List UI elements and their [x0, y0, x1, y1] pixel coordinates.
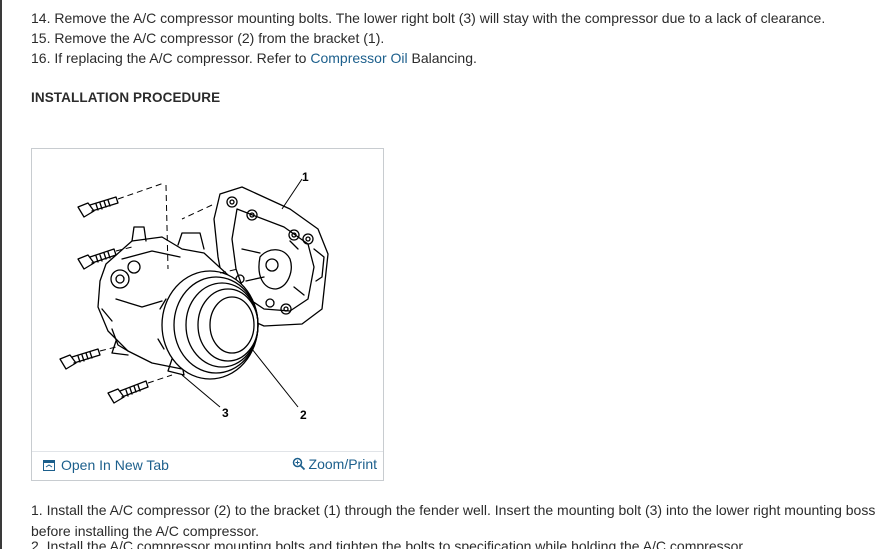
window-left-edge: [0, 0, 2, 549]
removal-steps-list: 14. Remove the A/C compressor mounting b…: [31, 8, 825, 68]
compressor-oil-link[interactable]: Compressor Oil: [310, 50, 408, 66]
install-step-2-clipped: 2. Install the A/C compressor mounting b…: [31, 540, 861, 549]
zoom-print-label: Zoom/Print: [308, 456, 377, 472]
section-title: INSTALLATION PROCEDURE: [31, 90, 221, 105]
open-in-new-tab-icon: [43, 459, 55, 471]
step-14: 14. Remove the A/C compressor mounting b…: [31, 8, 825, 28]
install-step-2-text: 2. Install the A/C compressor mounting b…: [31, 540, 747, 549]
step-16-suffix: Balancing.: [407, 50, 477, 66]
installation-steps-list: 1. Install the A/C compressor (2) to the…: [31, 500, 881, 542]
compressor-figure: 1 2 3 Open In New Tab Zoom/Print: [31, 148, 384, 481]
open-in-new-tab-button[interactable]: Open In New Tab: [43, 457, 169, 473]
step-15: 15. Remove the A/C compressor (2) from t…: [31, 28, 825, 48]
open-in-new-tab-label: Open In New Tab: [61, 457, 169, 473]
install-step-1: 1. Install the A/C compressor (2) to the…: [31, 500, 881, 542]
install-step-1-text: 1. Install the A/C compressor (2) to the…: [31, 502, 876, 539]
step-16-prefix: 16. If replacing the A/C compressor. Ref…: [31, 50, 311, 66]
callout-1: 1: [302, 170, 309, 184]
callout-2: 2: [300, 408, 307, 422]
compressor-diagram: 1 2 3: [59, 170, 329, 422]
zoom-print-button[interactable]: Zoom/Print: [292, 456, 377, 472]
step-14-text: 14. Remove the A/C compressor mounting b…: [31, 10, 826, 26]
step-16: 16. If replacing the A/C compressor. Ref…: [31, 48, 825, 68]
callout-3: 3: [222, 406, 229, 420]
figure-toolbar: Open In New Tab Zoom/Print: [32, 451, 383, 480]
magnifier-icon: [292, 457, 305, 471]
step-15-text: 15. Remove the A/C compressor (2) from t…: [31, 30, 385, 46]
